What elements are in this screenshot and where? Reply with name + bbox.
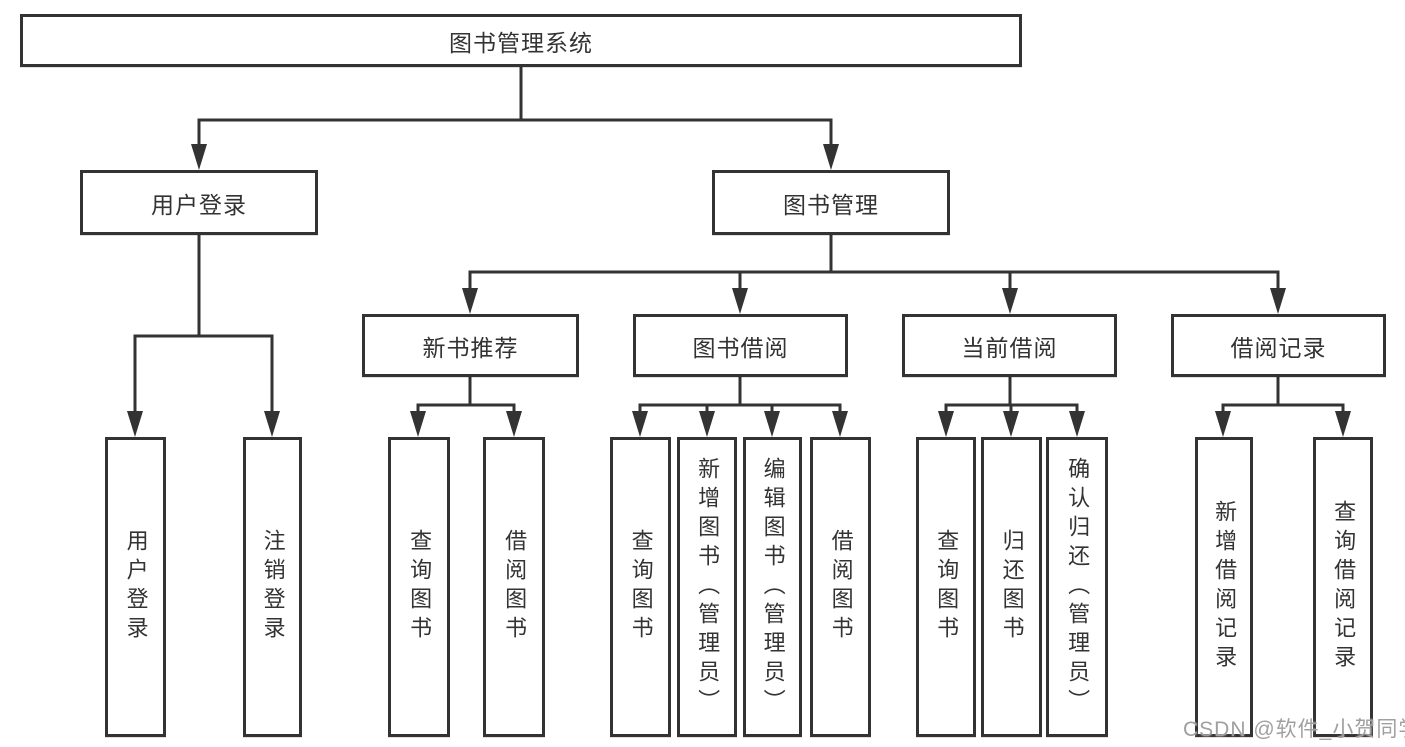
leaf-query-book-current: 查询图书 [916, 437, 976, 737]
leaf-return-book: 归还图书 [981, 437, 1042, 737]
node-book-management: 图书管理 [712, 170, 950, 235]
leaf-user-login: 用户登录 [105, 437, 166, 737]
node-library-management-system: 图书管理系统 [20, 14, 1022, 67]
leaf-query-borrow-record: 查询借阅记录 [1313, 437, 1373, 737]
leaf-add-book-admin: 新增图书（管理员） [677, 437, 737, 737]
node-borrowing-records: 借阅记录 [1171, 314, 1386, 377]
node-book-borrowing: 图书借阅 [633, 314, 848, 377]
leaf-borrow-book-recommend: 借阅图书 [483, 437, 545, 737]
leaf-add-borrow-record: 新增借阅记录 [1195, 437, 1253, 737]
node-new-book-recommendation: 新书推荐 [362, 314, 579, 377]
leaf-confirm-return-admin: 确认归还（管理员） [1046, 437, 1108, 737]
leaf-query-book-borrowing: 查询图书 [610, 437, 671, 737]
leaf-logout: 注销登录 [243, 437, 302, 737]
node-current-borrowing: 当前借阅 [902, 314, 1117, 377]
leaf-borrow-book: 借阅图书 [810, 437, 871, 737]
leaf-query-book-recommend: 查询图书 [388, 437, 450, 737]
watermark-text: CSDN @软件_小贺同学 [1183, 718, 1405, 741]
node-user-login: 用户登录 [80, 170, 318, 235]
leaf-edit-book-admin: 编辑图书（管理员） [743, 437, 802, 737]
